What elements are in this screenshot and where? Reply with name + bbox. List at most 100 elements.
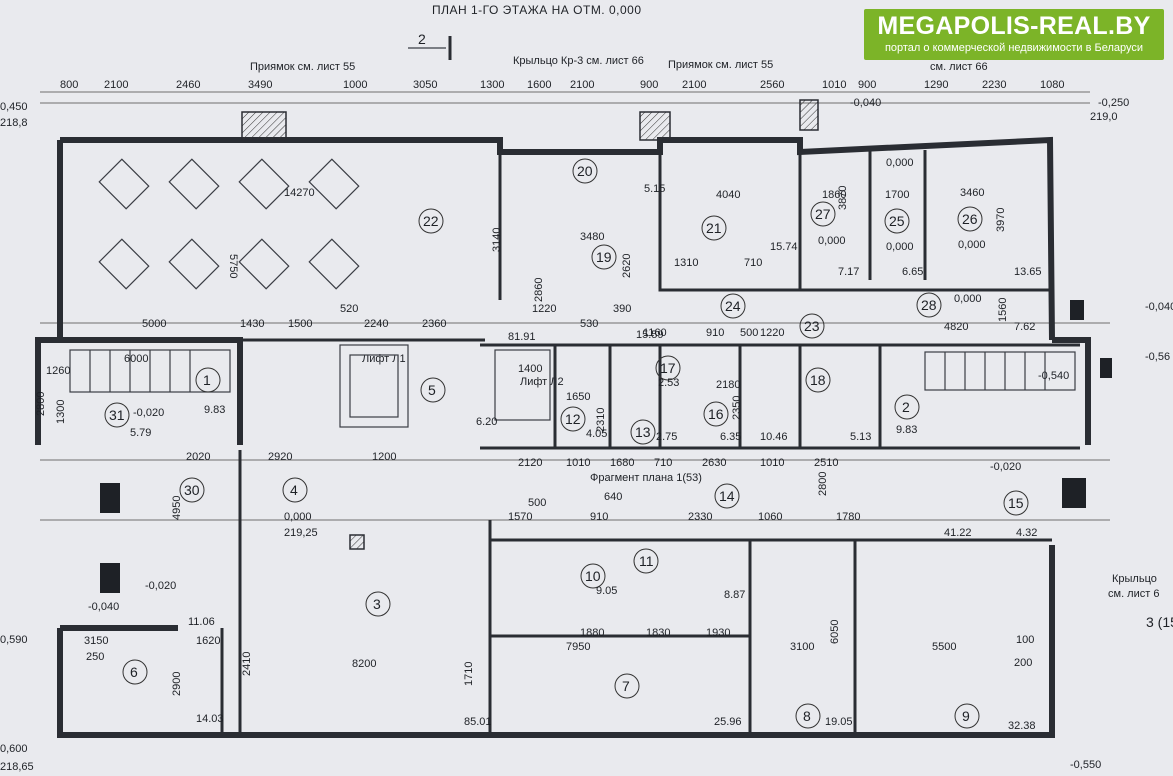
dim-in-56: 1650 bbox=[566, 391, 590, 403]
dim-in-58: 1400 bbox=[518, 363, 542, 375]
area-3: 14.03 bbox=[196, 713, 224, 725]
dim-top-11: 2560 bbox=[760, 79, 784, 91]
dim-in-42: 2330 bbox=[688, 511, 712, 523]
dim-in-13: 14270 bbox=[284, 187, 315, 199]
level-2: -0,040 bbox=[850, 97, 881, 109]
dim-in-35: 1830 bbox=[646, 627, 670, 639]
level-1: 218,8 bbox=[0, 117, 28, 129]
dim-in-2: 1500 bbox=[288, 318, 312, 330]
dim-in-70: 100 bbox=[1016, 634, 1034, 646]
level-9: -0,020 bbox=[990, 461, 1021, 473]
axis-mark-3: 3 (15) bbox=[1146, 614, 1173, 630]
dim-in-30: 2920 bbox=[268, 451, 292, 463]
dim-in-64: 4950 bbox=[171, 496, 183, 520]
room-number-12: 12 bbox=[565, 411, 581, 427]
dim-in-59: 6000 bbox=[124, 353, 148, 365]
note-pit-left: Приямок см. лист 55 bbox=[250, 61, 355, 73]
area-15: 13.65 bbox=[1014, 266, 1042, 278]
dim-in-6: 1220 bbox=[532, 303, 556, 315]
dim-in-31: 1200 bbox=[372, 451, 396, 463]
area-25: 9.05 bbox=[596, 585, 617, 597]
note-sheet: см. лист 66 bbox=[930, 61, 988, 73]
dim-in-22: 1560 bbox=[997, 298, 1009, 322]
dim-top-1: 2100 bbox=[104, 79, 128, 91]
note-sheet-right: см. лист 6 bbox=[1108, 588, 1159, 600]
dim-in-45: 640 bbox=[604, 491, 622, 503]
level-8: 219,25 bbox=[284, 527, 318, 539]
note-fragment: Фрагмент плана 1(53) bbox=[590, 472, 702, 484]
note-porch: Крыльцо Кр-3 см. лист 66 bbox=[513, 55, 644, 67]
brand-banner[interactable]: MEGAPOLIS-REAL.BY портал о коммерческой … bbox=[864, 9, 1164, 60]
area-22: 6.35 bbox=[720, 431, 741, 443]
lift-2-shaft bbox=[494, 349, 551, 421]
room-number-11: 11 bbox=[639, 553, 654, 569]
stair-east bbox=[924, 351, 1076, 391]
dim-in-62: 1300 bbox=[55, 400, 67, 424]
dim-in-40: 1570 bbox=[508, 511, 532, 523]
dim-in-39: 6050 bbox=[829, 620, 841, 644]
dim-in-28: 1010 bbox=[760, 457, 784, 469]
dim-in-18: 3460 bbox=[960, 187, 984, 199]
dim-in-25: 1680 bbox=[610, 457, 634, 469]
room-number-3: 3 bbox=[373, 596, 381, 612]
dim-in-54: 2180 bbox=[716, 379, 740, 391]
dim-in-50: 2620 bbox=[621, 254, 633, 278]
dim-in-37: 3100 bbox=[790, 641, 814, 653]
shaft-3 bbox=[1062, 478, 1086, 508]
room-number-10: 10 bbox=[585, 568, 601, 584]
lift-1-cabin bbox=[349, 354, 399, 418]
area-27: 2.53 bbox=[658, 377, 679, 389]
room-number-1: 1 bbox=[203, 372, 211, 388]
level-14: -0,550 bbox=[1070, 759, 1101, 771]
dim-in-3: 520 bbox=[340, 303, 358, 315]
area-23: 10.46 bbox=[760, 431, 788, 443]
level-3: -0,250 bbox=[1098, 97, 1129, 109]
area-8: 9.83 bbox=[896, 424, 917, 436]
plan-title: ПЛАН 1-ГО ЭТАЖА НА ОТМ. 0,000 bbox=[432, 3, 642, 17]
dim-in-49: 3480 bbox=[580, 231, 604, 243]
dim-in-10: 910 bbox=[706, 327, 724, 339]
area-0: 9.83 bbox=[204, 404, 225, 416]
pit-left bbox=[241, 111, 287, 141]
level-0: 0,450 bbox=[0, 101, 28, 113]
area-14: 6.65 bbox=[902, 266, 923, 278]
room-number-24: 24 bbox=[725, 298, 741, 314]
area-26: 8.87 bbox=[724, 589, 745, 601]
dim-in-55: 2350 bbox=[731, 396, 743, 420]
inner-dimensions: 5000 1430 1500 520 2240 2360 1220 530 39… bbox=[35, 186, 1034, 696]
area-4: 85.01 bbox=[464, 716, 492, 728]
area-31: 0,000 bbox=[954, 293, 982, 305]
dim-in-47: 2800 bbox=[817, 472, 829, 496]
dim-in-20: 3970 bbox=[995, 208, 1007, 232]
room-number-30: 30 bbox=[184, 482, 200, 498]
label-lift-2: Лифт Л2 bbox=[520, 376, 564, 388]
area-28: 0,000 bbox=[886, 157, 914, 169]
room-number-19: 19 bbox=[596, 249, 612, 265]
area-18: 81.91 bbox=[508, 331, 536, 343]
area-2: 11.06 bbox=[188, 616, 215, 628]
area-21: 2.75 bbox=[656, 431, 677, 443]
dim-top-13: 900 bbox=[858, 79, 876, 91]
note-porch-right: Крыльцо bbox=[1112, 573, 1157, 585]
room-number-16: 16 bbox=[708, 406, 724, 422]
dim-top-8: 2100 bbox=[570, 79, 594, 91]
room-number-23: 23 bbox=[804, 318, 820, 334]
dim-in-65: 3150 bbox=[84, 635, 108, 647]
dim-top-0: 800 bbox=[60, 79, 78, 91]
dim-in-57: 2310 bbox=[595, 408, 607, 432]
dim-in-7: 530 bbox=[580, 318, 598, 330]
label-lift-1: Лифт Л1 bbox=[362, 353, 406, 365]
dim-in-52: 1310 bbox=[674, 257, 698, 269]
room-number-5: 5 bbox=[428, 382, 436, 398]
dim-in-46: 500 bbox=[528, 497, 546, 509]
dim-in-67: 2900 bbox=[171, 672, 183, 696]
dim-top-5: 3050 bbox=[413, 79, 437, 91]
level-11: 0,590 bbox=[0, 634, 28, 646]
section-marker: 2 bbox=[418, 31, 426, 47]
room-number-26: 26 bbox=[962, 211, 978, 227]
area-30: 0,000 bbox=[818, 235, 846, 247]
stair-west bbox=[69, 349, 231, 393]
dim-in-1: 1430 bbox=[240, 318, 264, 330]
dim-top-16: 1080 bbox=[1040, 79, 1064, 91]
shaft-2 bbox=[100, 563, 120, 593]
